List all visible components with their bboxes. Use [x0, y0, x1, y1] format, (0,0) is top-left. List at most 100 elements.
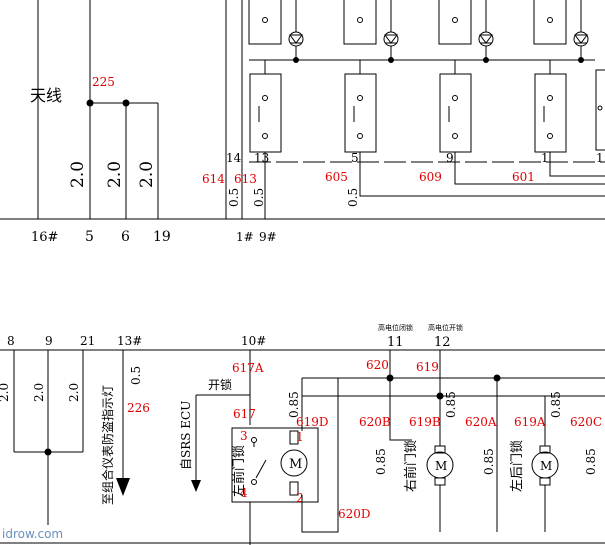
- motor-label: M: [289, 457, 302, 472]
- relay-box: [248, 0, 282, 45]
- wire-id: 609: [419, 170, 442, 184]
- pin-label: 11: [387, 335, 404, 350]
- antenna-label: 天线: [30, 86, 62, 105]
- indicator-note: 至组合仪表防盗指示灯: [100, 385, 115, 505]
- wire-id: 617A: [232, 361, 264, 375]
- motor-icon: [280, 430, 308, 496]
- motor-label: M: [540, 459, 552, 473]
- pin-label: 21: [80, 334, 95, 348]
- wire-id: 617: [233, 407, 256, 421]
- gauge-label: 0.85: [482, 448, 496, 475]
- diode-icon: [288, 0, 304, 60]
- diode-icon: [573, 0, 589, 60]
- diode-icon: [478, 0, 494, 60]
- pin-label: 12: [434, 335, 451, 350]
- pin-label: 13#: [117, 334, 142, 348]
- door-lock-box: [231, 427, 319, 503]
- relay-box: [534, 60, 567, 153]
- arrow-down-icon: [116, 478, 130, 496]
- wire-id: 620A: [465, 415, 497, 429]
- pin-label: 8: [7, 334, 15, 348]
- motor-label: M: [435, 459, 447, 473]
- wire-id: 605: [325, 170, 348, 184]
- gauge-label: 0.85: [444, 391, 458, 418]
- arrow-down-icon: [191, 480, 201, 492]
- pin-label: 5: [85, 229, 94, 245]
- door-lock-label: 左后门锁: [509, 440, 525, 492]
- diode-icon: [383, 0, 399, 60]
- relay-box: [595, 69, 605, 151]
- wire-id: 619B: [409, 415, 441, 429]
- junction-dot: [44, 448, 52, 456]
- relay-pin: 1: [541, 151, 549, 165]
- gauge-label: 0.5: [346, 188, 360, 207]
- wire-id: 613: [234, 172, 257, 186]
- motor-icon: [531, 445, 559, 486]
- gauge-label: 0.85: [374, 448, 388, 475]
- relay-pin: 14: [226, 151, 242, 165]
- terminal: 2: [296, 491, 304, 505]
- wire-609: [454, 152, 605, 185]
- gauge-label: 2.0: [67, 383, 81, 402]
- relay-box: [343, 0, 377, 45]
- wire-id: 619A: [514, 415, 546, 429]
- wire-601: [549, 152, 605, 177]
- terminal: 4: [240, 486, 248, 500]
- relay-box: [344, 60, 377, 153]
- wire-620D: [301, 378, 339, 533]
- terminal: 1: [296, 430, 304, 444]
- wire-id: 226: [127, 401, 150, 415]
- wire-id: 601: [512, 170, 535, 184]
- wire-id: 620B: [359, 415, 391, 429]
- pin-label: 16#: [31, 230, 58, 245]
- switch-blade: [255, 459, 267, 479]
- lock-contact: [251, 437, 257, 443]
- wire-id: 620C: [570, 415, 602, 429]
- wire-id: 619: [416, 360, 439, 374]
- relay-pin: 13: [254, 151, 269, 165]
- gauge-label: 2.0: [137, 161, 157, 188]
- gauge-label: 0.85: [549, 391, 563, 418]
- pin-label: 6: [121, 229, 130, 245]
- junction-dot: [122, 99, 130, 107]
- relay-box: [438, 0, 472, 45]
- watermark: idrow.com: [2, 527, 63, 541]
- antenna-wire-id: 225: [92, 75, 115, 89]
- gauge-label: 0.5: [227, 188, 241, 207]
- relay-contact: [357, 17, 363, 23]
- relay-contact: [452, 17, 458, 23]
- door-lock-label: 左前门锁: [231, 445, 247, 497]
- relay-contact: [547, 17, 553, 23]
- gauge-label: 0.5: [252, 188, 266, 207]
- gauge-label: 0.85: [287, 391, 301, 418]
- relay-pin: 1: [596, 151, 604, 165]
- pin-label: 10#: [241, 334, 266, 348]
- relay-contact: [597, 105, 603, 111]
- pin-label: 9#: [259, 230, 277, 244]
- pin-label: 1#: [236, 230, 254, 244]
- terminal: 3: [240, 429, 248, 443]
- gauge-label: 2.0: [68, 161, 88, 188]
- relay-contact: [262, 17, 268, 23]
- wire-id: 620D: [338, 507, 371, 521]
- gauge-label: 0.85: [584, 448, 598, 475]
- wire-id: 620: [366, 358, 389, 372]
- hi-lock-label: 高电位闭锁: [378, 323, 413, 332]
- relay-pin: 5: [351, 151, 359, 165]
- gauge-label: 2.0: [32, 383, 46, 402]
- wire-id: 619D: [296, 415, 329, 429]
- relay-box: [249, 60, 282, 153]
- relay-box: [533, 0, 567, 45]
- pin-label: 19: [153, 229, 171, 245]
- wire-605: [359, 152, 605, 197]
- wire-id: 614: [202, 172, 225, 186]
- srs-note: 自SRS ECU: [179, 401, 193, 470]
- door-lock-label: 右前门锁: [403, 440, 419, 492]
- relay-box: [439, 60, 472, 153]
- lock-contact: [251, 479, 257, 485]
- gauge-label: 2.0: [0, 383, 11, 402]
- pin-label: 9: [45, 334, 53, 348]
- wire-620B: [389, 378, 412, 441]
- relay-pin: 9: [446, 151, 454, 165]
